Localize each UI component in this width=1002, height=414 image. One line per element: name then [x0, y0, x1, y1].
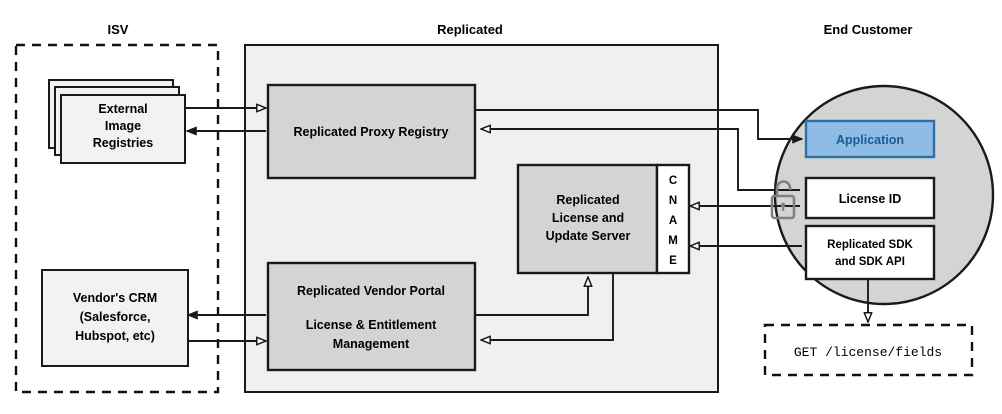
- license-id-label: License ID: [839, 192, 902, 206]
- application-label: Application: [836, 133, 904, 147]
- padlock-keyhole-stem: [782, 206, 785, 211]
- api-call-node: GET /license/fields: [763, 323, 974, 377]
- vendors-crm-box: [41, 269, 189, 367]
- external-image-registries-node: External Image Registries: [48, 79, 186, 164]
- replicated-vendor-portal-node: Replicated Vendor Portal License & Entit…: [266, 261, 477, 372]
- application-node: Application: [804, 119, 936, 159]
- license-update-server-label-line2: License and: [552, 211, 624, 225]
- connector-vendor-portal-to-license-server: [475, 277, 588, 316]
- cname-strip-node: C N A M E: [655, 163, 691, 275]
- replicated-vendor-portal-box: [266, 261, 477, 372]
- stack-layer-front: [60, 94, 186, 164]
- replicated-proxy-registry-label: Replicated Proxy Registry: [294, 125, 449, 139]
- replicated-proxy-registry-box: [266, 83, 477, 180]
- unlocked-padlock-icon: [770, 180, 796, 220]
- replicated-license-update-server-box: [516, 163, 659, 275]
- license-id-box: [804, 176, 936, 220]
- api-call-label: GET /license/fields: [794, 345, 942, 360]
- license-update-server-label-line3: Update Server: [546, 229, 631, 243]
- connector-proxy-to-application: [475, 109, 802, 139]
- cname-strip-box: [655, 163, 691, 275]
- license-id-node: License ID: [804, 176, 936, 220]
- vendor-portal-label-line1: Replicated Vendor Portal: [297, 284, 445, 298]
- isv-group-container: [14, 43, 220, 394]
- cname-letter-a: A: [669, 215, 677, 227]
- cname-letter-m: M: [668, 235, 678, 247]
- external-image-registries-label-line3: Registries: [93, 136, 153, 150]
- connector-license-server-to-vendor-portal: [481, 273, 614, 340]
- replicated-sdk-label-line1: Replicated SDK: [827, 239, 913, 251]
- vendors-crm-label-line1: Vendor's CRM: [73, 291, 157, 305]
- cname-letter-c: C: [669, 175, 677, 187]
- replicated-sdk-box: [804, 224, 936, 281]
- replicated-sdk-label-line2: and SDK API: [835, 256, 905, 268]
- end-customer-group-label: End Customer: [824, 22, 913, 37]
- connector-application-to-proxy: [481, 129, 800, 191]
- application-box: [804, 119, 936, 159]
- vendors-crm-label-line2: (Salesforce,: [80, 310, 151, 324]
- cname-letter-n: N: [669, 195, 677, 207]
- api-call-dashed-box: [763, 323, 974, 377]
- vendor-portal-label-line2: License & Entitlement: [306, 318, 437, 332]
- isv-group-label: ISV: [108, 22, 129, 37]
- replicated-proxy-registry-node: Replicated Proxy Registry: [266, 83, 477, 180]
- replicated-group-label: Replicated: [437, 22, 503, 37]
- vendors-crm-label-line3: Hubspot, etc): [75, 329, 155, 343]
- padlock-body: [770, 194, 796, 220]
- cname-letter-e: E: [669, 255, 677, 267]
- replicated-license-update-server-node: Replicated License and Update Server: [516, 163, 659, 275]
- external-image-registries-label-line2: Image: [105, 119, 141, 133]
- license-update-server-label-line1: Replicated: [556, 193, 619, 207]
- vendor-portal-label-line3: Management: [333, 337, 410, 351]
- padlock-shackle: [775, 180, 792, 196]
- external-image-registries-label-line1: External: [98, 102, 147, 116]
- vendors-crm-node: Vendor's CRM (Salesforce, Hubspot, etc): [41, 269, 189, 367]
- replicated-sdk-node: Replicated SDK and SDK API: [804, 224, 936, 281]
